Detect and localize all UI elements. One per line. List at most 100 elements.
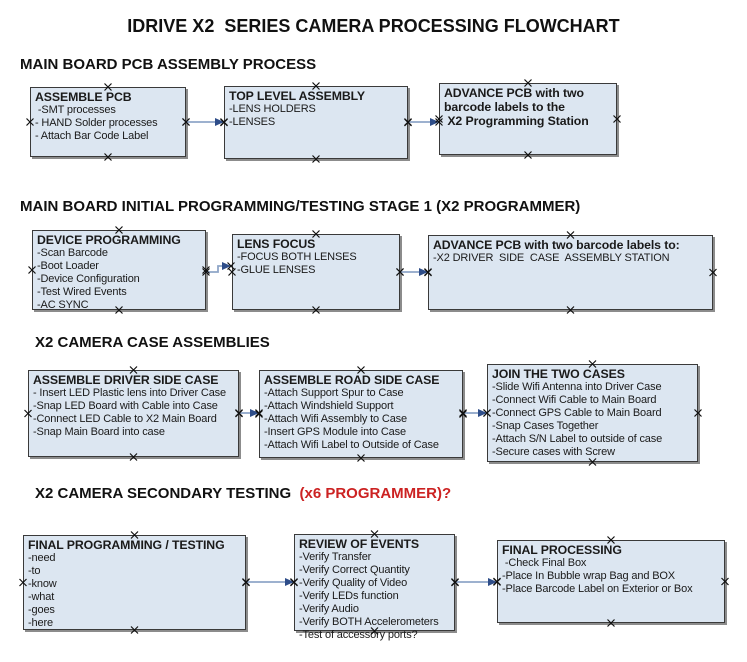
box-item: - HAND Solder processes bbox=[35, 117, 158, 130]
box-item: -Snap LED Board with Cable into Case bbox=[33, 400, 218, 413]
box-items: -SMT processes- HAND Solder processes- A… bbox=[35, 104, 181, 143]
box-item: -Test of accessory ports? bbox=[299, 628, 418, 641]
flow-box-assemble-pcb: ASSEMBLE PCB -SMT processes- HAND Solder… bbox=[30, 87, 186, 157]
box-item: -Attach S/N Label to outside of case bbox=[492, 433, 663, 446]
connector-arrow bbox=[455, 578, 497, 586]
box-item: -Verify BOTH Accelerometers bbox=[299, 615, 439, 628]
box-item: -goes bbox=[28, 604, 55, 617]
box-items: -X2 DRIVER SIDE CASE ASSEMBLY STATION bbox=[433, 252, 708, 265]
box-title: ASSEMBLE PCB bbox=[35, 90, 132, 104]
box-items: -Verify Transfer-Verify Correct Quantity… bbox=[299, 551, 450, 642]
arrowhead-icon bbox=[285, 578, 294, 586]
box-item: -Boot Loader bbox=[37, 260, 99, 273]
section-heading-secondary-testing: X2 CAMERA SECONDARY TESTING (x6 PROGRAMM… bbox=[35, 485, 451, 502]
box-item: -Attach Support Spur to Case bbox=[264, 387, 404, 400]
box-items: -Check Final Box-Place In Bubble wrap Ba… bbox=[502, 557, 720, 596]
box-item: -LENSES bbox=[229, 116, 276, 129]
box-items: -Attach Support Spur to Case-Attach Wind… bbox=[264, 387, 458, 452]
arrowhead-icon bbox=[430, 118, 439, 126]
box-item: -Slide Wifi Antenna into Driver Case bbox=[492, 381, 662, 394]
arrowhead-icon bbox=[222, 262, 231, 270]
connector-arrow bbox=[206, 262, 231, 273]
flow-box-assemble-driver-side-case: ASSEMBLE DRIVER SIDE CASE - Insert LED P… bbox=[28, 370, 239, 457]
box-item: -SMT processes bbox=[35, 104, 116, 117]
box-item: -Test Wired Events bbox=[37, 286, 127, 299]
box-item: -need bbox=[28, 552, 56, 565]
page-title: IDRIVE X2 SERIES CAMERA PROCESSING FLOWC… bbox=[127, 16, 620, 36]
box-item: -Verify LEDs function bbox=[299, 590, 399, 603]
box-item: -Connect LED Cable to X2 Main Board bbox=[33, 413, 217, 426]
section-heading-secondary-testing-text: X2 CAMERA SECONDARY TESTING bbox=[35, 485, 292, 502]
box-items: -Slide Wifi Antenna into Driver Case-Con… bbox=[492, 381, 693, 459]
box-item: -Check Final Box bbox=[502, 557, 587, 570]
flow-box-lens-focus: LENS FOCUS -FOCUS BOTH LENSES-GLUE LENSE… bbox=[232, 234, 400, 310]
box-item: -Verify Quality of Video bbox=[299, 577, 408, 590]
box-item: -know bbox=[28, 578, 57, 591]
box-item: -Secure cases with Screw bbox=[492, 445, 615, 458]
arrowhead-icon bbox=[215, 118, 224, 126]
box-item: -Scan Barcode bbox=[37, 247, 108, 260]
connector-arrow bbox=[246, 578, 294, 586]
box-item: -Attach Wifi Label to Outside of Case bbox=[264, 439, 439, 452]
connector-arrow bbox=[186, 118, 224, 126]
box-item: -GLUE LENSES bbox=[237, 264, 316, 277]
box-title: ASSEMBLE DRIVER SIDE CASE bbox=[33, 373, 219, 387]
connector-arrow bbox=[408, 118, 439, 126]
box-item: -Place Barcode Label on Exterior or Box bbox=[502, 583, 693, 596]
box-title: TOP LEVEL ASSEMBLY bbox=[229, 89, 366, 103]
connector-line bbox=[206, 265, 223, 273]
connector-arrow bbox=[239, 409, 259, 417]
section-heading-case-assemblies: X2 CAMERA CASE ASSEMBLIES bbox=[35, 334, 270, 351]
flow-box-advance-pcb-programming-station: ADVANCE PCB with two barcode labels to t… bbox=[439, 83, 617, 155]
box-items: -LENS HOLDERS-LENSES bbox=[229, 103, 403, 129]
box-item: -FOCUS BOTH LENSES bbox=[237, 251, 357, 264]
box-item: -Place In Bubble wrap Bag and BOX bbox=[502, 570, 675, 583]
box-item: -Insert GPS Module into Case bbox=[264, 426, 406, 439]
box-item: -Device Configuration bbox=[37, 273, 140, 286]
box-item: -Connect GPS Cable to Main Board bbox=[492, 407, 662, 420]
box-items: -Scan Barcode-Boot Loader-Device Configu… bbox=[37, 247, 201, 312]
box-item: -Snap Cases Together bbox=[492, 420, 599, 433]
box-item: -Verify Correct Quantity bbox=[299, 564, 410, 577]
section-heading-programmer-question: (x6 PROGRAMMER)? bbox=[291, 485, 452, 502]
flow-box-final-processing: FINAL PROCESSING -Check Final Box-Place … bbox=[497, 540, 725, 623]
box-items: -FOCUS BOTH LENSES-GLUE LENSES bbox=[237, 251, 395, 277]
box-item: -Connect Wifi Cable to Main Board bbox=[492, 394, 657, 407]
box-title: ADVANCE PCB with two barcode labels to: bbox=[433, 238, 680, 252]
box-item: - Insert LED Plastic lens into Driver Ca… bbox=[33, 387, 226, 400]
flow-box-review-of-events: REVIEW OF EVENTS -Verify Transfer-Verify… bbox=[294, 534, 455, 641]
connector-arrow bbox=[400, 268, 428, 276]
flow-box-device-programming: DEVICE PROGRAMMING -Scan Barcode-Boot Lo… bbox=[32, 230, 206, 312]
box-title: LENS FOCUS bbox=[237, 237, 316, 251]
arrowhead-icon bbox=[419, 268, 428, 276]
box-item: -AC SYNC bbox=[37, 299, 89, 312]
box-item: -LENS HOLDERS bbox=[229, 103, 316, 116]
connector-arrow bbox=[463, 409, 487, 417]
box-title: DEVICE PROGRAMMING bbox=[37, 233, 181, 247]
box-items: -need-to-know-what-goes-here bbox=[28, 552, 241, 630]
box-item: -Attach Windshield Support bbox=[264, 400, 394, 413]
arrowhead-icon bbox=[250, 409, 259, 417]
box-item: - Attach Bar Code Label bbox=[35, 130, 149, 143]
box-item: -what bbox=[28, 591, 55, 604]
flow-box-join-the-two-cases: JOIN THE TWO CASES -Slide Wifi Antenna i… bbox=[487, 364, 698, 462]
box-title: JOIN THE TWO CASES bbox=[492, 367, 625, 381]
box-title: REVIEW OF EVENTS bbox=[299, 537, 420, 551]
flow-box-advance-pcb-case-assembly: ADVANCE PCB with two barcode labels to: … bbox=[428, 235, 713, 310]
box-item: -Attach Wifi Assembly to Case bbox=[264, 413, 407, 426]
arrowhead-icon bbox=[488, 578, 497, 586]
flow-box-top-level-assembly: TOP LEVEL ASSEMBLY -LENS HOLDERS-LENSES bbox=[224, 86, 408, 159]
box-items: - Insert LED Plastic lens into Driver Ca… bbox=[33, 387, 234, 439]
box-item: -here bbox=[28, 616, 53, 629]
flow-box-final-programming-testing: FINAL PROGRAMMING / TESTING -need-to-kno… bbox=[23, 535, 246, 630]
box-item: -X2 DRIVER SIDE CASE ASSEMBLY STATION bbox=[433, 252, 670, 265]
box-item: -Verify Transfer bbox=[299, 551, 372, 564]
box-item: -to bbox=[28, 565, 41, 578]
box-title: FINAL PROCESSING bbox=[502, 543, 622, 557]
box-item: -Snap Main Board into case bbox=[33, 426, 165, 439]
box-title: ADVANCE PCB with two barcode labels to t… bbox=[444, 86, 589, 129]
section-heading-initial-programming: MAIN BOARD INITIAL PROGRAMMING/TESTING S… bbox=[20, 198, 581, 215]
box-item: -Verify Audio bbox=[299, 603, 359, 616]
arrowhead-icon bbox=[478, 409, 487, 417]
box-title: ASSEMBLE ROAD SIDE CASE bbox=[264, 373, 440, 387]
